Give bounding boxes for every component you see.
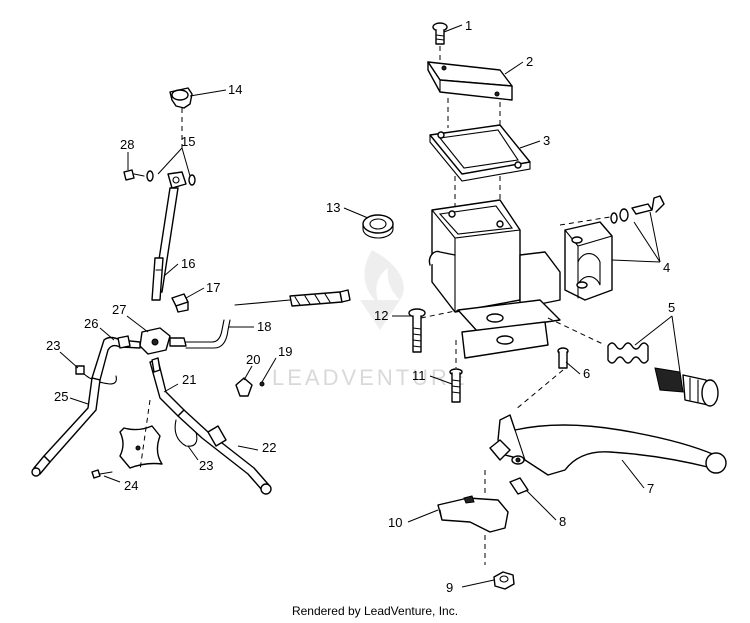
leader-lines (59, 24, 681, 588)
callout-15: 15 (181, 134, 195, 149)
part-5-piston-kit (607, 342, 719, 407)
callout-16: 16 (181, 256, 195, 271)
part-master-cylinder-body (428, 199, 561, 359)
part-10-lever-guard (437, 495, 509, 533)
part-1-screw (432, 22, 448, 45)
part-16-brake-hose (151, 187, 179, 301)
part-13-seal (362, 214, 394, 239)
part-20-clip (235, 377, 253, 397)
watermark-text: LEADVENTURE (272, 365, 468, 390)
callout-26: 26 (84, 316, 98, 331)
callout-12: 12 (374, 308, 388, 323)
callout-8: 8 (559, 514, 566, 529)
part-19-screw (259, 381, 265, 387)
callout-21: 21 (182, 372, 196, 387)
callout-20: 20 (246, 352, 260, 367)
part-4-clamp-bolt (610, 195, 665, 224)
callout-27: 27 (112, 302, 126, 317)
callout-17: 17 (206, 280, 220, 295)
callout-19: 19 (278, 344, 292, 359)
part-2-reservoir-cover (427, 61, 513, 101)
callout-6: 6 (583, 366, 590, 381)
part-24-screw (91, 469, 113, 479)
part-23-hose-clamp-left (75, 365, 117, 385)
part-22-brake-hose (177, 409, 272, 495)
callout-5: 5 (668, 300, 675, 315)
callout-4: 4 (663, 260, 670, 275)
callout-24: 24 (124, 478, 138, 493)
callout-9: 9 (446, 580, 453, 595)
part-12-bolt (408, 308, 426, 353)
part-28-banjo-bolt (123, 169, 145, 181)
callout-23-left: 23 (46, 338, 60, 353)
callout-18: 18 (257, 319, 271, 334)
footer-credit: Rendered by LeadVenture, Inc. (291, 604, 459, 618)
callout-7: 7 (647, 481, 654, 496)
part-24-bracket (119, 425, 163, 469)
callout-22: 22 (262, 440, 276, 455)
part-8-pivot-screw (509, 477, 529, 495)
callout-10: 10 (388, 515, 402, 530)
callout-3: 3 (543, 133, 550, 148)
callout-28: 28 (120, 137, 134, 152)
part-3-gasket (429, 124, 531, 182)
callout-11: 11 (412, 368, 426, 383)
part-11-bolt (449, 368, 463, 403)
part-21-brake-hose (149, 357, 185, 417)
part-14-tee (169, 87, 193, 109)
part-26-brake-hose (91, 335, 141, 381)
part-9-nut (493, 571, 515, 590)
part-27-junction-block (139, 327, 187, 355)
callout-2: 2 (526, 54, 533, 69)
part-18-brake-line (185, 289, 351, 349)
part-7-brake-lever (489, 414, 727, 476)
part-17-fitting (171, 293, 189, 313)
part-6-pin (557, 347, 569, 369)
callout-labels: 1 2 3 13 4 5 6 7 8 10 9 11 12 14 15 28 1… (46, 18, 675, 595)
callout-14: 14 (228, 82, 242, 97)
callout-25: 25 (54, 389, 68, 404)
part-4-clamp (564, 221, 613, 301)
callout-1: 1 (465, 18, 472, 33)
part-15-washers (146, 170, 196, 189)
part-25-brake-hose (31, 377, 101, 477)
callout-13: 13 (326, 200, 340, 215)
callout-23-right: 23 (199, 458, 213, 473)
watermark-logo (360, 250, 404, 330)
